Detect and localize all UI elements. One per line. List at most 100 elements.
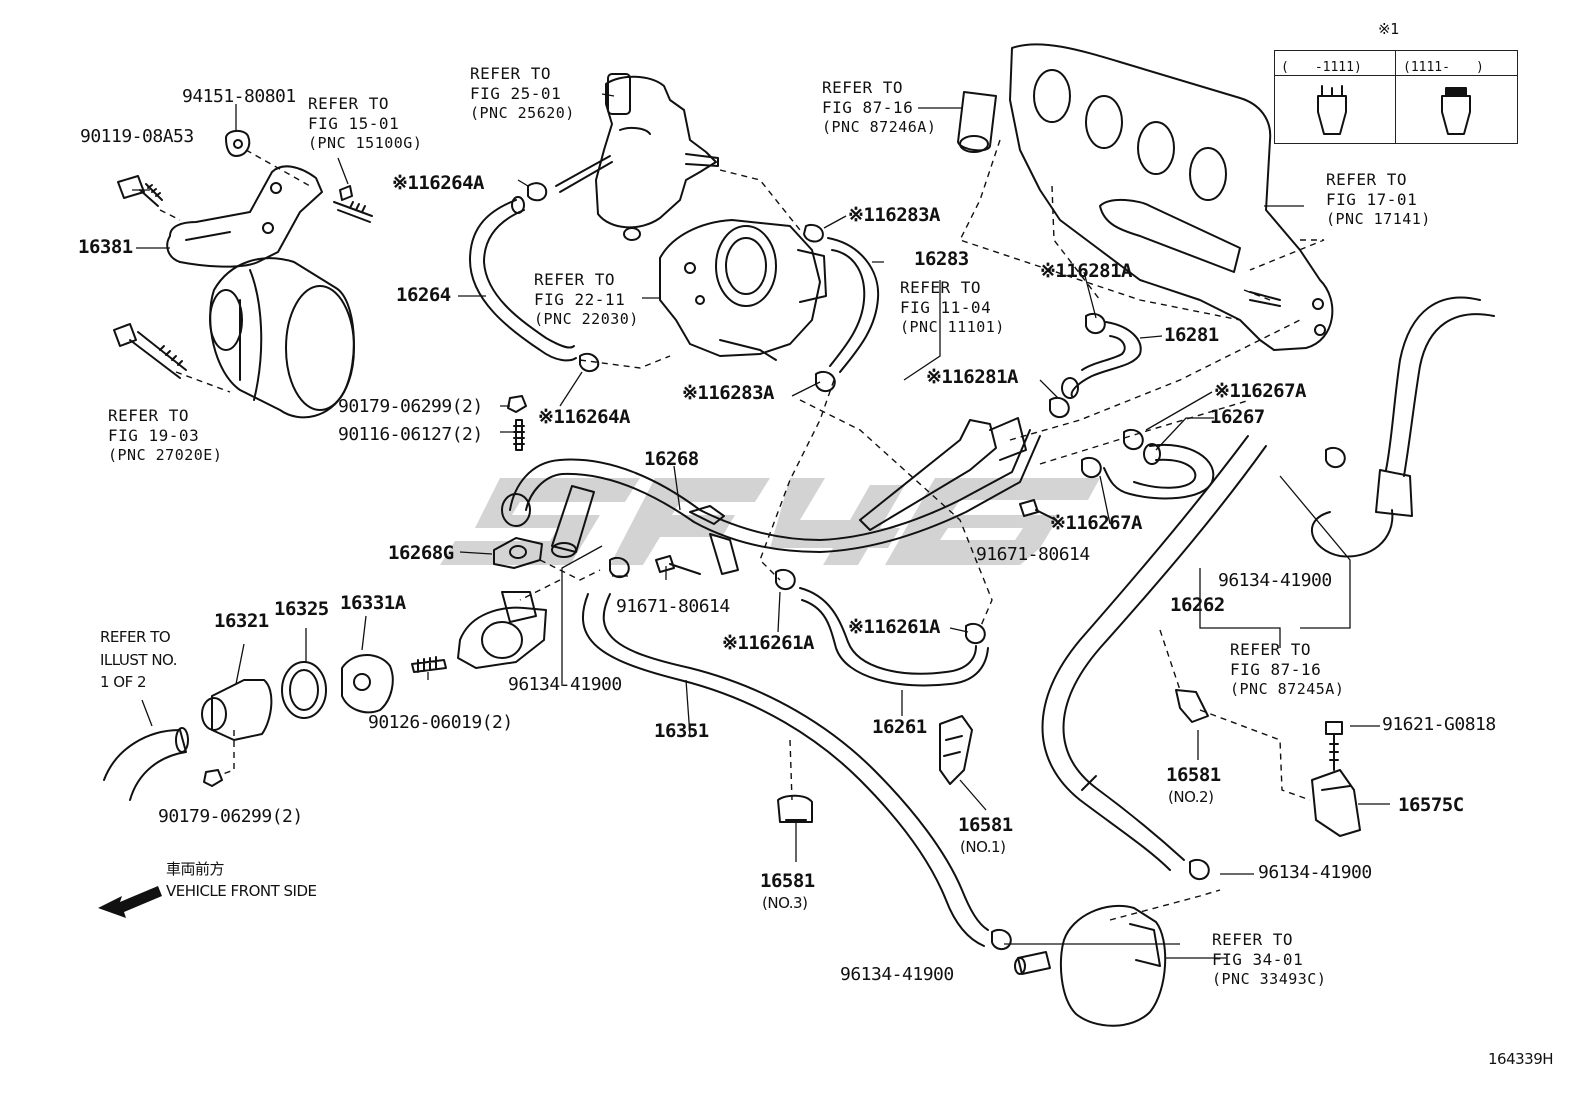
hose-16264-icon [469, 196, 577, 362]
label-16264a-bottom: ※116264A [538, 406, 631, 428]
label-16581-no2: 16581 [1166, 764, 1221, 786]
clip-16581-no3-icon [777, 794, 813, 823]
bracket-16381-icon [166, 165, 323, 268]
egr-valve-icon [555, 73, 719, 241]
nut-94151-icon [225, 130, 251, 157]
thermostat-housing-16321-icon [201, 679, 273, 741]
label-16267a-top: ※116267A [1214, 380, 1307, 402]
label-16261a-a: ※116261A [722, 632, 815, 654]
label-90179-06299-b: 90179-06299(2) [158, 806, 303, 827]
label-16325: 16325 [274, 598, 329, 620]
thermostat-16331a-icon [341, 654, 394, 714]
oil-cooler-icon [1014, 904, 1167, 1027]
bolt-90119-icon [117, 175, 163, 207]
hose-16267-icon [1103, 443, 1215, 500]
vehicle-front-jp: 車両前方 [166, 860, 225, 878]
label-16581-no1: 16581 [958, 814, 1013, 836]
legend-mark: ※1 [1378, 20, 1399, 38]
label-91671-80614-a: 91671-80614 [616, 596, 730, 617]
label-96134-41900-b: 96134-41900 [1218, 570, 1332, 591]
legend-col-right: (1111- ) [1403, 60, 1484, 75]
vehicle-front-en: VEHICLE FRONT SIDE [166, 882, 317, 900]
bolt-91671-icons [655, 499, 1057, 575]
label-16268g: 16268G [388, 542, 454, 564]
label-16267: 16267 [1210, 406, 1265, 428]
bolt-lower-icon [113, 323, 187, 379]
small-nut-90179-icon [507, 395, 527, 413]
stud-90126-icon [411, 656, 447, 673]
label-96134-41900-a: 96134-41900 [508, 674, 622, 695]
bolt-91621-icon [1325, 721, 1343, 771]
dashed-guide-lines [159, 139, 1325, 921]
label-16262: 16262 [1170, 594, 1225, 616]
label-16283a-top: ※116283A [848, 204, 941, 226]
clip-16581-no1-icon [939, 715, 973, 785]
label-16281: 16281 [1164, 324, 1219, 346]
intake-manifold-icon [1009, 43, 1334, 351]
bracket-16575c-icon [1311, 769, 1361, 837]
label-16331a: 16331A [340, 592, 406, 614]
label-90119-08a53: 90119-08A53 [80, 126, 194, 147]
label-16321: 16321 [214, 610, 269, 632]
watermark-logo [440, 478, 1100, 565]
figure-id: 164339H [1488, 1050, 1554, 1068]
clip-16581-no2-icon [1175, 689, 1209, 723]
label-16261a-b: ※116261A [848, 616, 941, 638]
hose-16261-icon [799, 587, 989, 687]
label-16267a-bottom: ※116267A [1050, 512, 1143, 534]
label-16581-no2-note: (NO.2) [1168, 788, 1214, 806]
label-91671-80614-b: 91671-80614 [976, 544, 1090, 565]
label-90126-06019: 90126-06019(2) [368, 712, 513, 733]
label-16268: 16268 [644, 448, 699, 470]
legend-clamp-old-icon [1317, 85, 1347, 135]
hose-16351-icon [582, 593, 989, 947]
vehicle-front-arrow-icon [98, 886, 162, 918]
throttle-body-icon [659, 219, 827, 361]
label-16264: 16264 [396, 284, 451, 306]
label-16283: 16283 [914, 248, 969, 270]
label-16283a-bottom: ※116283A [682, 382, 775, 404]
label-96134-41900-d: 96134-41900 [840, 964, 954, 985]
label-16351: 16351 [654, 720, 709, 742]
label-16581-no1-note: (NO.1) [960, 838, 1006, 856]
label-90116-06127: 90116-06127(2) [338, 424, 483, 445]
stud-bolt-icon [333, 185, 373, 223]
hose-left-icon [103, 727, 189, 801]
hose-16283-icon [827, 237, 880, 373]
nut-90179b-icon [203, 769, 223, 787]
hose-short-icon [551, 485, 595, 558]
legend-clamp-new-icon [1441, 87, 1471, 135]
label-96134-41900-c: 96134-41900 [1258, 862, 1372, 883]
label-90179-06299-a: 90179-06299(2) [338, 396, 483, 417]
label-16261: 16261 [872, 716, 927, 738]
stud-90116-icon [513, 419, 525, 451]
label-94151-80801: 94151-80801 [182, 86, 296, 107]
hose-16281-icon [1061, 321, 1142, 399]
gasket-16325-icon [281, 661, 327, 719]
legend-box: ( -1111) (1111- ) [1274, 50, 1518, 144]
pipe-87246a-icon [957, 91, 997, 153]
label-16281a-bottom: ※116281A [926, 366, 1019, 388]
label-16575c: 16575C [1398, 794, 1464, 816]
legend-col-left: ( -1111) [1281, 60, 1362, 75]
label-16281a-top: ※116281A [1040, 260, 1133, 282]
pipe-16268-icon [501, 417, 1041, 575]
label-91621-g0818: 91621-G0818 [1382, 714, 1496, 735]
label-16581-no3-note: (NO.3) [762, 894, 808, 912]
alternator-pump-icon [209, 257, 355, 419]
label-16264a-top: ※116264A [392, 172, 485, 194]
label-16381: 16381 [78, 236, 133, 258]
water-outlet-icon [457, 591, 547, 669]
